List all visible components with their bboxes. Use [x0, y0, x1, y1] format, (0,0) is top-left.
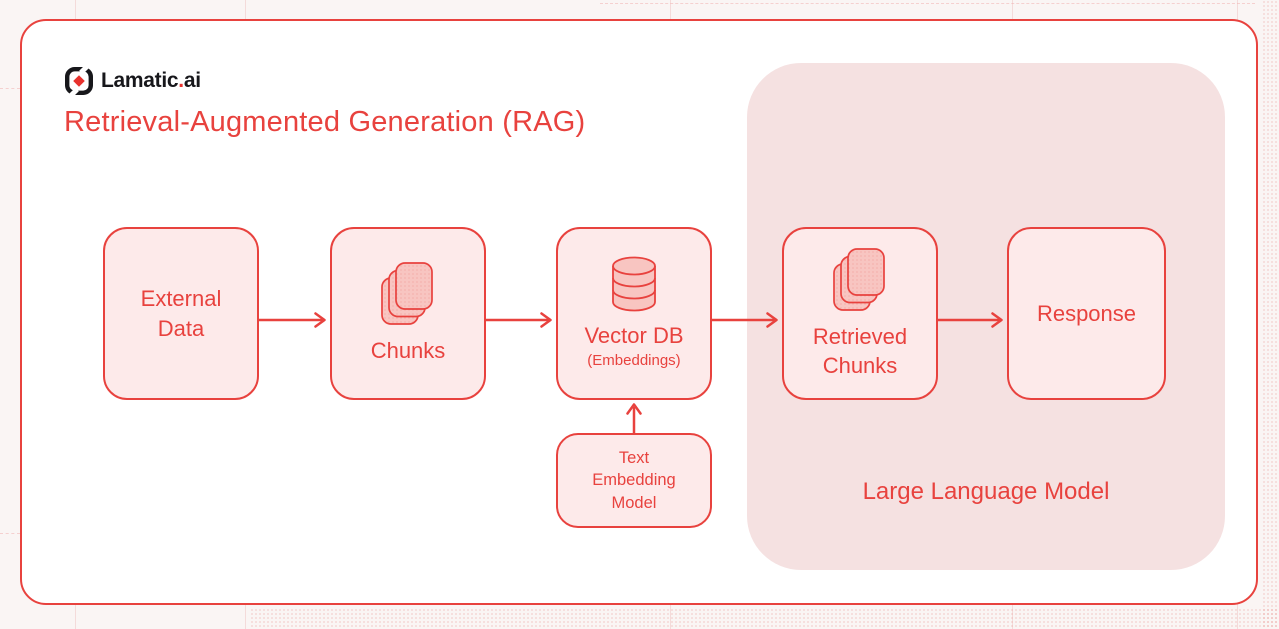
node-sublabel: (Embeddings) — [587, 352, 681, 370]
node-text-embedding-model: Text Embedding Model — [556, 433, 712, 528]
node-label: Chunks — [370, 338, 446, 364]
node-retrieved-chunks: Retrieved Chunks — [782, 227, 938, 400]
brand-name: Lamatic.ai — [101, 69, 201, 92]
background-gridline — [0, 88, 20, 89]
lamatic-logo-icon — [65, 63, 94, 99]
node-label: Text Embedding Model — [592, 449, 676, 512]
node-label: Response — [1036, 300, 1137, 326]
stacked-cards-icon — [380, 261, 436, 327]
database-icon — [610, 256, 658, 312]
llm-group-label: Large Language Model — [862, 478, 1110, 505]
background-texture — [1262, 0, 1279, 629]
arrow-external-to-chunks — [259, 311, 331, 329]
stacked-cards-icon — [832, 247, 888, 313]
node-chunks: Chunks — [330, 227, 486, 400]
arrow-embedding-to-vectordb — [625, 400, 643, 434]
arrow-retrieved-to-response — [938, 311, 1008, 329]
brand-logo: Lamatic.ai — [65, 63, 201, 99]
page-title: Retrieval-Augmented Generation (RAG) — [64, 106, 586, 138]
arrow-chunks-to-vectordb — [486, 311, 557, 329]
arrow-vectordb-to-retrieved — [712, 311, 783, 329]
node-external-data: External Data — [103, 227, 259, 400]
node-label: Retrieved Chunks — [812, 323, 908, 378]
node-vector-db: Vector DB (Embeddings) — [556, 227, 712, 400]
background-gridline — [0, 533, 20, 534]
node-label: External Data — [140, 286, 222, 341]
node-response: Response — [1007, 227, 1166, 400]
brand-dot: . — [178, 69, 184, 92]
background-texture — [250, 608, 1279, 629]
background-gridline — [600, 3, 1255, 4]
node-label: Vector DB — [584, 323, 684, 349]
